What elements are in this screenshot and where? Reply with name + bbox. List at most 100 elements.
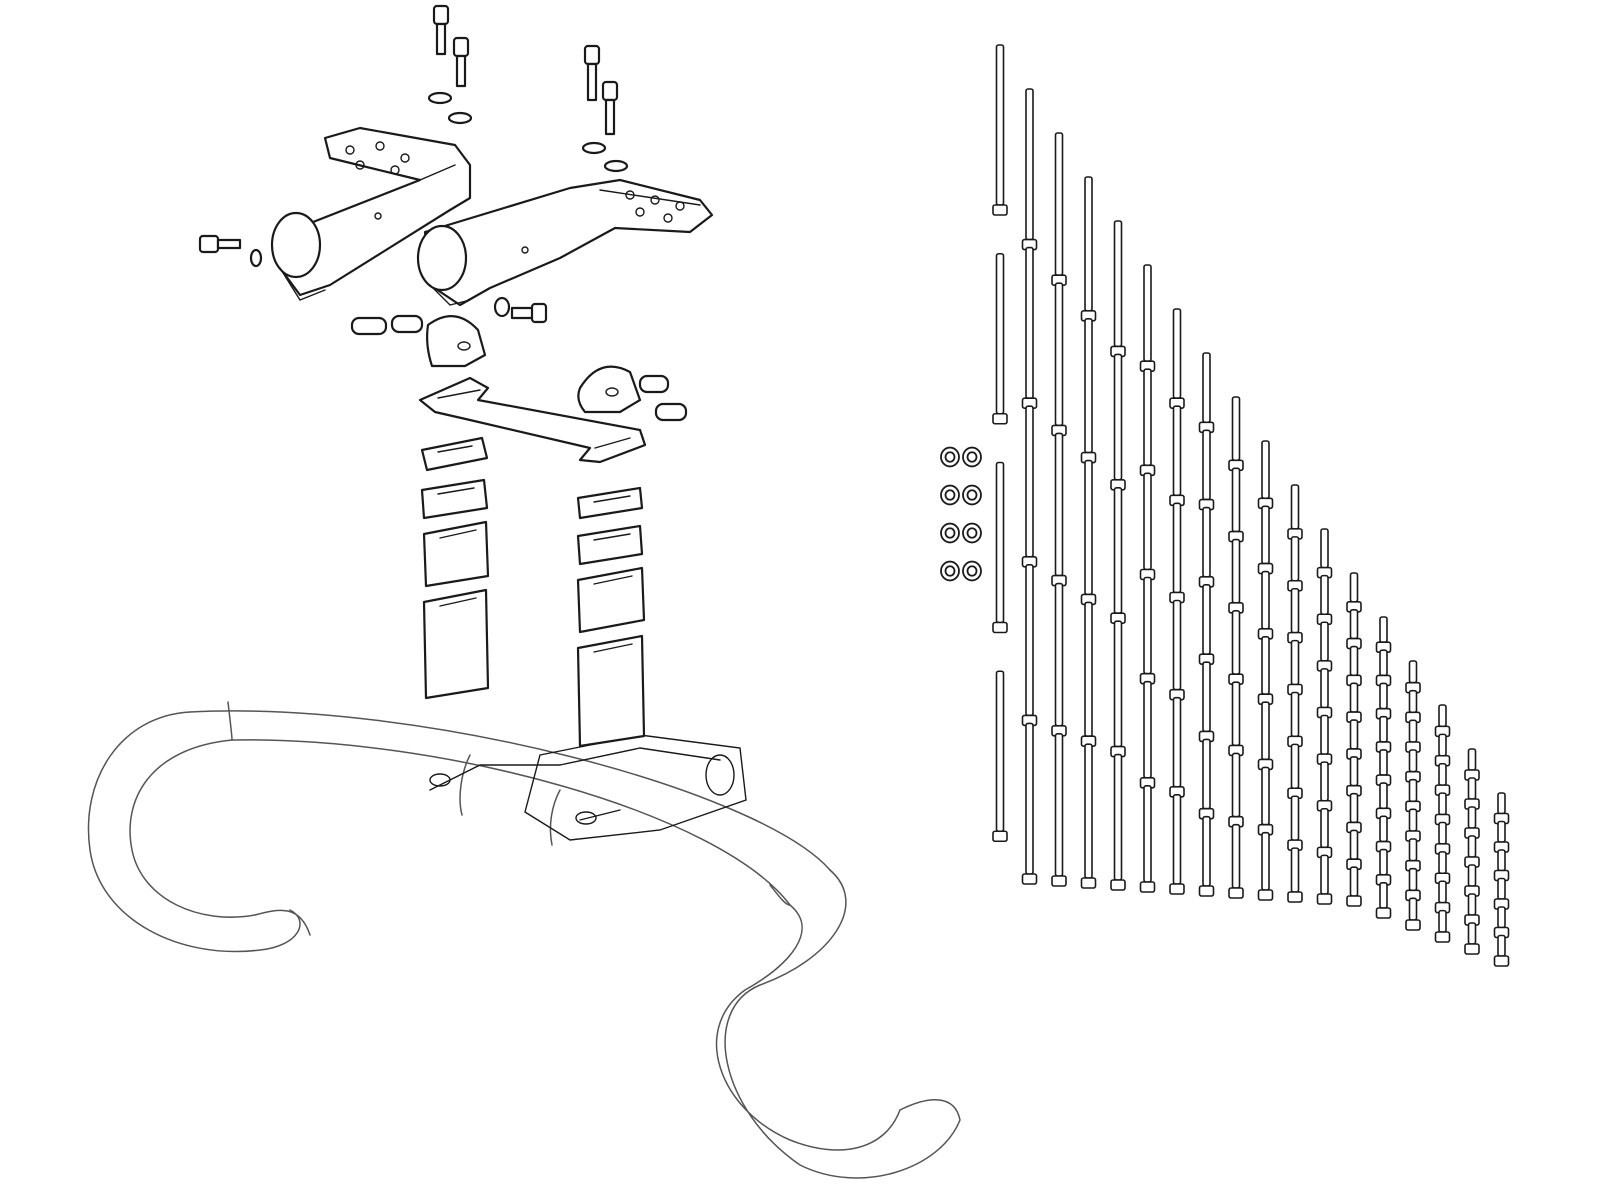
bolt	[1198, 738, 1215, 820]
washer	[962, 522, 982, 544]
bolt	[1139, 472, 1156, 581]
bolt	[1287, 847, 1303, 903]
bolt	[992, 252, 1008, 425]
bolt	[1228, 396, 1244, 472]
bolt	[1316, 761, 1333, 812]
bolt	[1434, 792, 1451, 826]
bolt	[1464, 748, 1480, 781]
bolt	[1139, 785, 1156, 893]
bolt	[1493, 820, 1510, 853]
bolt-kit	[992, 44, 1510, 967]
bolt	[1375, 616, 1392, 654]
bolt	[1228, 681, 1244, 757]
bolt	[1257, 831, 1274, 901]
bolt	[1080, 743, 1097, 889]
bolt	[1257, 440, 1274, 510]
bolt	[1287, 795, 1303, 851]
bolt	[1228, 823, 1244, 899]
bolt	[1316, 528, 1333, 579]
bolt	[992, 44, 1008, 216]
bolt	[1198, 815, 1215, 897]
left-spacer-stack	[420, 436, 490, 700]
bolt	[1080, 317, 1097, 464]
bolt	[1405, 778, 1421, 813]
bolt	[1464, 893, 1480, 926]
bolt	[1346, 756, 1362, 797]
bolt	[1287, 691, 1303, 748]
bolt	[1316, 714, 1333, 765]
stem	[429, 734, 747, 841]
bolt	[1110, 620, 1126, 758]
bolt	[1257, 701, 1274, 771]
bolt	[1434, 762, 1451, 796]
bolt	[992, 461, 1008, 634]
bolt	[1257, 636, 1274, 705]
bolt	[1139, 368, 1156, 477]
bolt	[1375, 881, 1392, 919]
washer	[940, 522, 960, 544]
bolt	[1316, 621, 1333, 672]
bolt	[1405, 689, 1421, 724]
bolt	[1287, 743, 1303, 800]
left-armrest-extension	[270, 126, 472, 301]
bolt	[1198, 661, 1215, 743]
washer	[962, 484, 982, 506]
washer	[962, 446, 982, 468]
bolt	[1021, 88, 1038, 251]
bolt	[1198, 506, 1215, 588]
bolt	[1051, 582, 1067, 737]
bolt	[1316, 574, 1333, 626]
bolt	[1257, 570, 1274, 640]
bolt	[1434, 733, 1451, 767]
bolt	[1257, 766, 1274, 836]
bolt	[992, 670, 1008, 843]
bolt	[1169, 308, 1185, 409]
right-clamp	[577, 365, 688, 422]
bolt	[1464, 835, 1480, 868]
bolt	[1316, 807, 1333, 859]
handlebar	[87, 701, 961, 1179]
bolt	[1051, 432, 1067, 587]
bolt	[1021, 405, 1038, 568]
bolt	[1169, 502, 1185, 604]
bolt	[1375, 848, 1392, 886]
top-bolts	[427, 4, 629, 173]
bolt	[1346, 572, 1362, 613]
bolt	[1346, 792, 1362, 834]
bolt	[1287, 587, 1303, 644]
bolt	[1287, 639, 1303, 696]
bolt	[1021, 563, 1038, 727]
bolt	[1287, 484, 1303, 540]
bolt	[1464, 864, 1480, 897]
side-bolts	[198, 234, 548, 324]
bolt	[1169, 696, 1185, 798]
bolt	[1110, 753, 1126, 891]
washer	[940, 446, 960, 468]
bolt	[1139, 264, 1156, 372]
bolt	[1375, 682, 1392, 720]
bolt	[1051, 132, 1067, 287]
bridge-plate	[418, 376, 647, 464]
bolt	[1080, 601, 1097, 748]
bolt	[1405, 749, 1421, 783]
bolt	[1198, 584, 1215, 665]
bolt	[1464, 922, 1480, 955]
bolt	[1434, 909, 1451, 943]
bolt	[1434, 880, 1451, 914]
washer-set	[940, 446, 982, 582]
bolt	[1346, 682, 1362, 723]
bolt	[1346, 866, 1362, 907]
bolt	[1493, 906, 1510, 939]
bolt	[1405, 660, 1421, 694]
bolt	[1405, 838, 1421, 872]
bolt	[1405, 897, 1421, 931]
bolt	[1080, 176, 1097, 322]
bolt	[1169, 794, 1185, 895]
bolt	[1405, 808, 1421, 842]
bolt	[1198, 429, 1215, 511]
bolt	[1169, 405, 1185, 507]
bolt	[1493, 849, 1510, 882]
bolt	[1375, 782, 1392, 820]
bolt	[1346, 719, 1362, 760]
bolt	[1434, 851, 1451, 885]
